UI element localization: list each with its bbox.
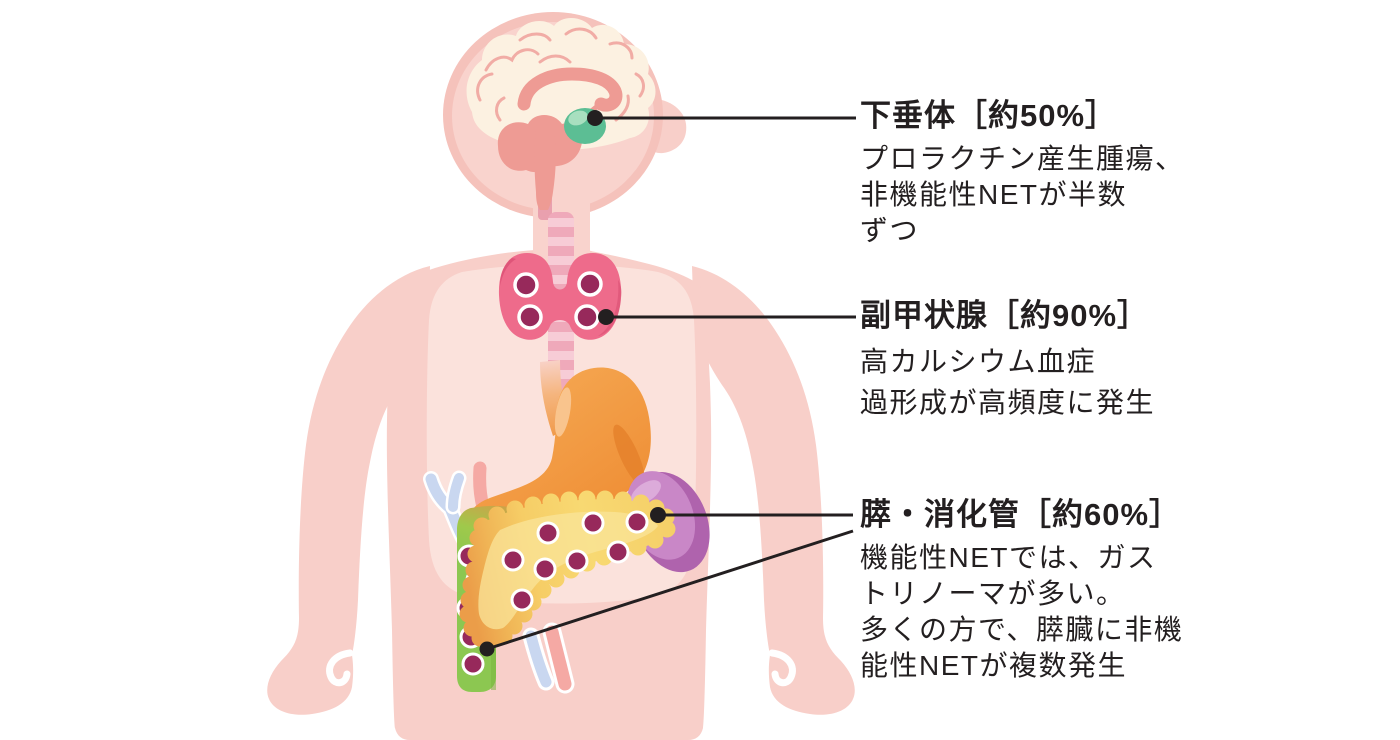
annotation-pancreas-gi-title: 膵・消化管［約60%］ (860, 497, 1182, 532)
stomach-shade (613, 424, 645, 486)
right-arm (692, 266, 855, 715)
mesenteric-artery-pink (545, 625, 572, 691)
annotation-pituitary: 下垂体［約50%］ プロラクチン産生腫瘍、 非機能性NETが半数 ずつ (860, 96, 1185, 249)
corpus-callosum (517, 67, 623, 112)
brain (466, 17, 656, 210)
stomach-highlight (554, 387, 572, 437)
pituitary-highlight (568, 110, 588, 126)
pancreas-dot (650, 507, 666, 523)
annotation-pituitary-line: プロラクチン産生腫瘍、 (860, 143, 1185, 174)
thyroid-shade-right (598, 280, 622, 336)
annotation-pancreas-gi-line: 能性NETが複数発生 (860, 650, 1128, 681)
annotation-pancreas-gi-line: トリノーマが多い。 (860, 578, 1126, 609)
brainstem (534, 128, 556, 210)
annotation-parathyroid-line: 高カルシウム血症 (860, 346, 1097, 377)
connector-dots (479, 110, 666, 657)
mesenteric-vein-blue (525, 630, 552, 688)
pituitary-dot (587, 110, 603, 126)
connector-lines (486, 116, 856, 651)
annotation-pituitary-title: 下垂体［約50%］ (860, 98, 1118, 133)
parathyroid-glands (513, 271, 603, 330)
annotation-parathyroid-title: 副甲状腺［約90%］ (860, 298, 1150, 333)
thyroid-parathyroid (498, 253, 622, 340)
annotation-parathyroid: 副甲状腺［約90%］ 高カルシウム血症 過形成が高頻度に発生 (860, 296, 1155, 423)
annotation-pancreas-gi-line: 多くの方で、膵臓に非機 (860, 614, 1184, 645)
duodenum-line (486, 529, 854, 651)
artery-pink (473, 461, 490, 514)
thyroid-shade-left (500, 258, 516, 286)
duodenum-dot (479, 641, 495, 657)
right-thumb-notch (768, 649, 796, 687)
annotation-pancreas-gi-line: 機能性NETでは、ガス (860, 542, 1157, 573)
annotation-parathyroid-line: 過形成が高頻度に発生 (860, 387, 1156, 418)
pancreas (459, 490, 676, 649)
annotation-pituitary-line: ずつ (860, 215, 920, 246)
parathyroid-dot (598, 309, 614, 325)
annotation-pituitary-line: 非機能性NETが半数 (860, 179, 1128, 210)
annotation-pancreas-gi: 膵・消化管［約60%］ 機能性NETでは、ガス トリノーマが多い。 多くの方で、… (860, 495, 1183, 684)
lower-vessels (522, 622, 575, 694)
pancreas-tumors (501, 510, 649, 612)
left-thumb-notch (326, 649, 354, 687)
